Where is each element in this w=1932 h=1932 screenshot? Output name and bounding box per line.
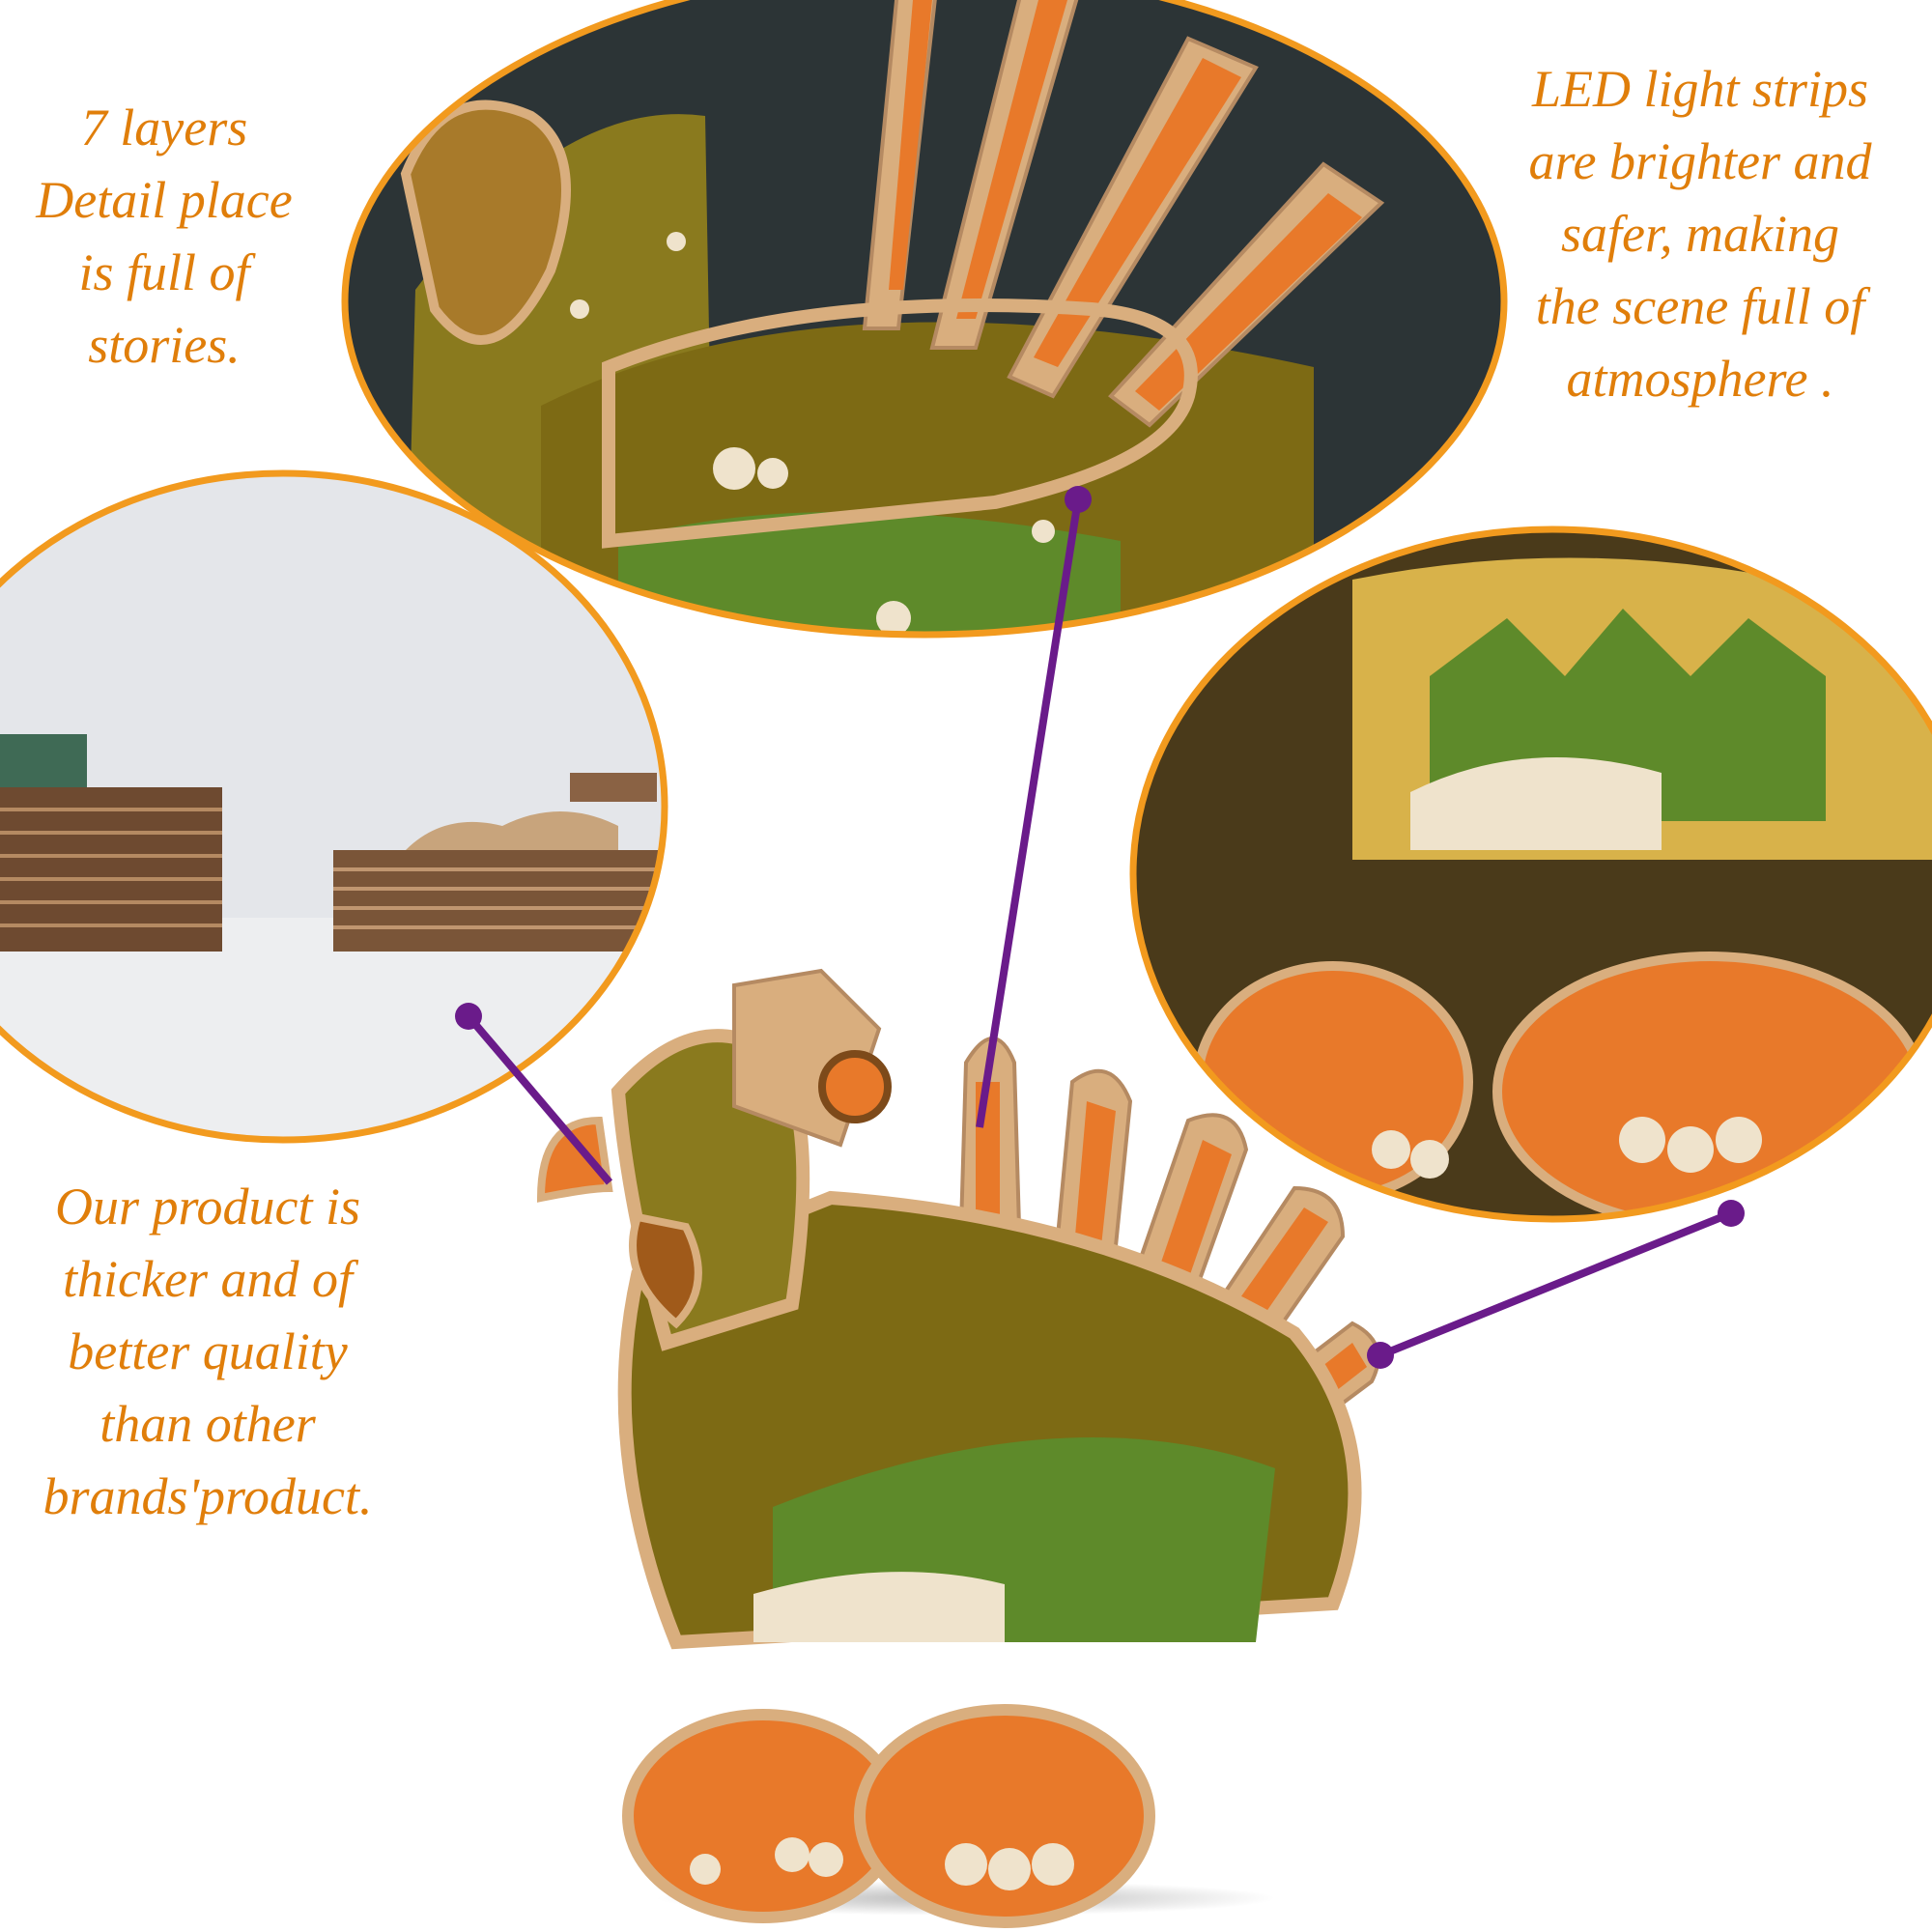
caption-line: thicker and of [63, 1250, 353, 1308]
pointer-lines [455, 486, 1745, 1369]
turkey-product [536, 968, 1380, 1928]
caption-line: LED light strips [1531, 60, 1869, 118]
caption-line: better quality [68, 1322, 348, 1380]
caption-quality: Our product is thicker and of better qua… [5, 1171, 411, 1533]
led-callout [1133, 529, 1932, 1219]
wood-layers-left [0, 734, 222, 952]
thickness-callout-border [0, 469, 668, 1144]
thickness-callout [0, 473, 665, 1140]
caption-line: are brighter and [1528, 132, 1872, 190]
caption-line: Our product is [54, 1178, 360, 1236]
caption-line: stories. [88, 316, 241, 374]
wood-layers-right [333, 773, 665, 952]
caption-line: the scene full of [1535, 277, 1865, 335]
caption-line: is full of [78, 243, 250, 301]
detail-callout-border [341, 0, 1508, 639]
led-callout-border [1129, 526, 1932, 1223]
pointer-line-detail [976, 498, 1082, 1128]
caption-line: Detail place [36, 171, 293, 229]
pointer-line-thickness [465, 1013, 613, 1185]
caption-line: safer, making [1561, 205, 1839, 263]
detail-callout [345, 0, 1504, 635]
caption-line: atmosphere . [1566, 350, 1834, 408]
pointer-line-led [1378, 1209, 1733, 1359]
caption-led: LED light strips are brighter and safer,… [1488, 53, 1913, 415]
caption-line: brands'product. [43, 1467, 373, 1525]
caption-layers: 7 layers Detail place is full of stories… [10, 92, 319, 382]
caption-line: 7 layers [80, 99, 248, 156]
caption-line: than other [99, 1395, 316, 1453]
